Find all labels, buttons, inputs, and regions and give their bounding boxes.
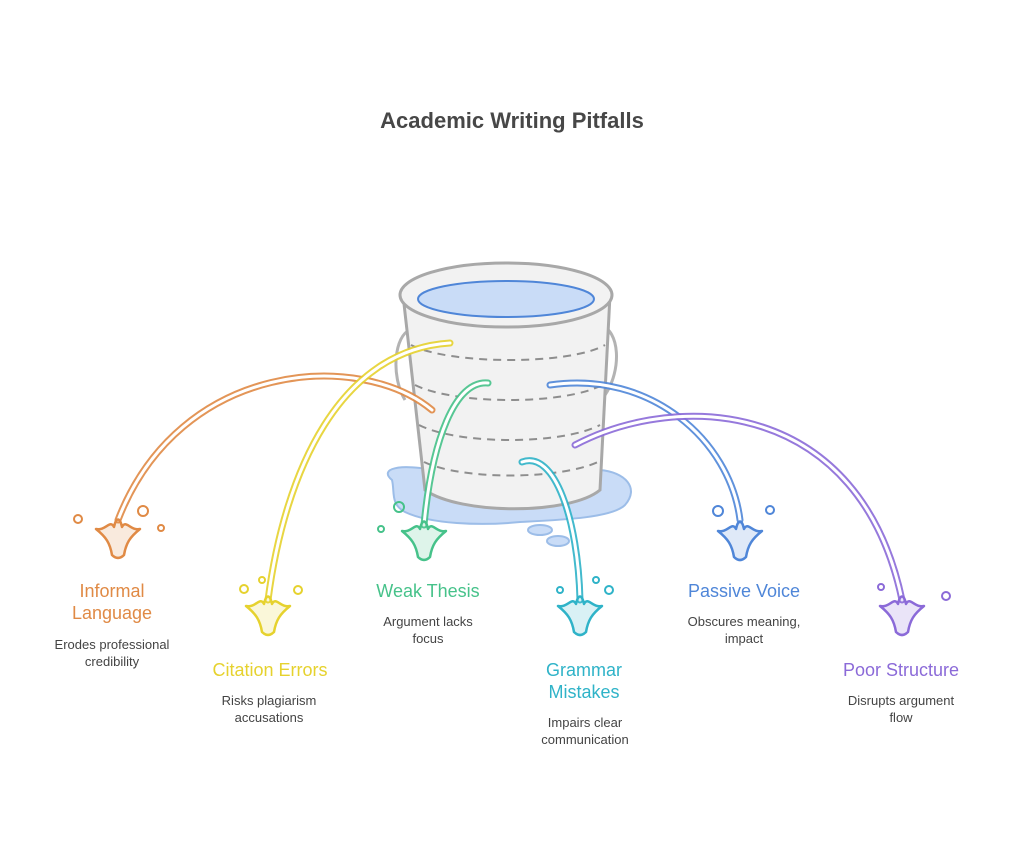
bucket-ring xyxy=(418,424,601,441)
desc-passive-voice: Obscures meaning, impact xyxy=(687,614,801,646)
stream-grammar xyxy=(518,457,614,637)
splash-citation xyxy=(244,595,292,637)
label-grammar-mistakes: Grammar Mistakes xyxy=(546,660,622,702)
stream-outer xyxy=(114,372,436,524)
stream-inner xyxy=(573,414,904,602)
splash-droplet xyxy=(604,585,614,595)
bucket-ring xyxy=(423,461,599,477)
desc-informal-language: Erodes professional credibility xyxy=(54,637,170,669)
stream-thesis xyxy=(377,379,492,562)
splash-droplet xyxy=(592,576,600,584)
stream-structure xyxy=(571,412,951,637)
splash-passive xyxy=(716,520,764,562)
desc-citation-errors: Risks plagiarism accusations xyxy=(221,693,317,725)
splash-droplet xyxy=(73,514,83,524)
stream-inner xyxy=(266,341,452,602)
water-droplet xyxy=(527,524,553,536)
splash-droplet xyxy=(877,583,885,591)
stream-informal xyxy=(73,372,436,560)
splash-informal xyxy=(94,518,142,560)
splash-structure xyxy=(878,595,926,637)
splash-droplet xyxy=(556,586,564,594)
label-citation-errors: Citation Errors xyxy=(212,660,328,680)
bucket-ring xyxy=(414,384,603,401)
splash-droplet xyxy=(157,524,165,532)
splash-droplet xyxy=(941,591,951,601)
splash-droplet xyxy=(393,501,405,513)
bucket-water xyxy=(417,280,595,318)
splash-droplet xyxy=(258,576,266,584)
splash-thesis xyxy=(400,520,448,562)
diagram-title: Academic Writing Pitfalls xyxy=(380,108,644,133)
splash-droplet xyxy=(239,584,249,594)
desc-poor-structure: Disrupts argument flow xyxy=(847,693,955,725)
label-weak-thesis: Weak Thesis xyxy=(376,581,480,601)
stream-inner xyxy=(116,374,434,522)
bucket-ring xyxy=(410,344,606,361)
splash-droplet xyxy=(765,505,775,515)
stream-inner xyxy=(520,459,582,602)
label-passive-voice: Passive Voice xyxy=(687,581,801,601)
bucket-body xyxy=(401,293,612,511)
label-informal-language: Informal Language xyxy=(71,581,153,623)
splash-droplet xyxy=(137,505,149,517)
splash-droplet xyxy=(293,585,303,595)
water-droplet xyxy=(546,535,570,547)
splash-droplet xyxy=(712,505,724,517)
desc-grammar-mistakes: Impairs clear communication xyxy=(541,715,629,747)
label-poor-structure: Poor Structure xyxy=(842,660,960,680)
stream-citation xyxy=(239,339,454,637)
desc-weak-thesis: Argument lacks focus xyxy=(383,614,473,646)
splash-droplet xyxy=(377,525,385,533)
splash-grammar xyxy=(556,595,604,637)
stream-inner xyxy=(422,381,490,527)
